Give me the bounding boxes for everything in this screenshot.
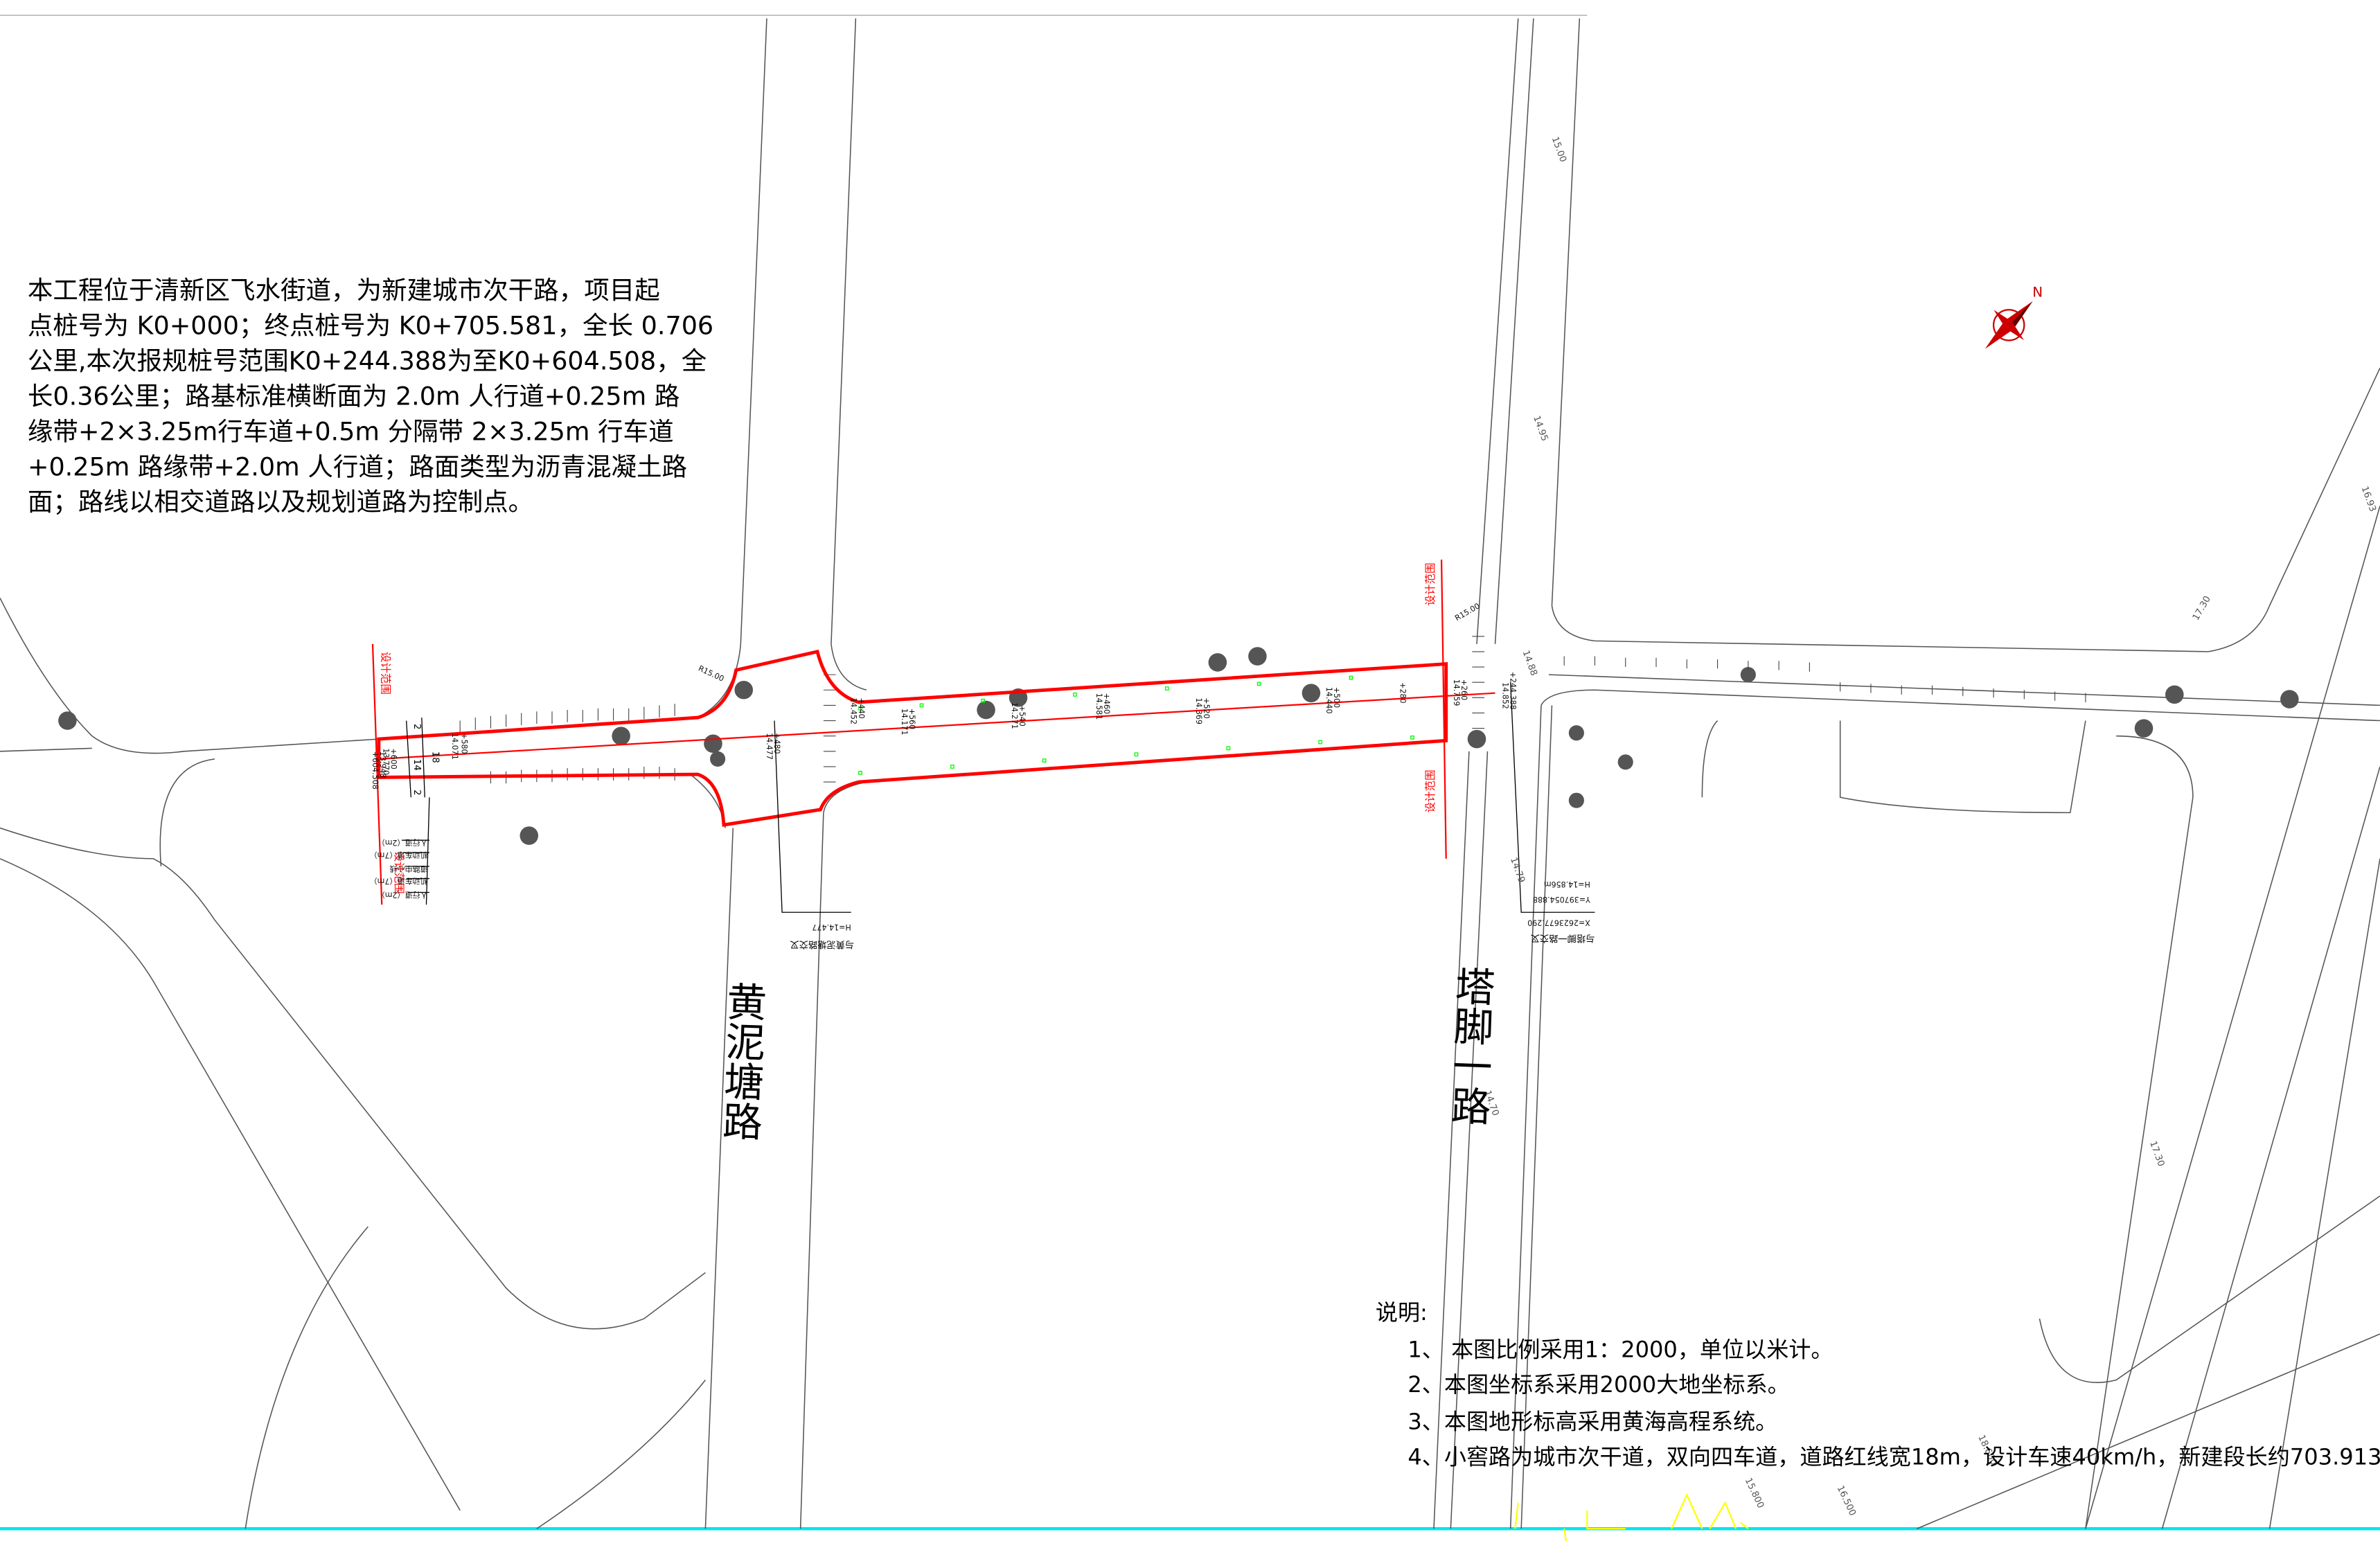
west-roads: [0, 598, 706, 1529]
svg-text:2: 2: [411, 790, 422, 795]
svg-text:R15.00: R15.00: [697, 663, 725, 683]
svg-text:设计范围: 设计范围: [379, 652, 391, 695]
design-range-west: 设计范围 设计范围: [371, 643, 405, 905]
svg-text:+560: +560: [907, 709, 916, 729]
project-description: 本工程位于清新区飞水街道，为新建城市次干路，项目起 点桩号为 K0+000；终点…: [28, 276, 713, 517]
svg-text:说明:: 说明:: [1376, 1299, 1428, 1326]
svg-text:黄泥塘路: 黄泥塘路: [715, 981, 767, 1141]
svg-text:14.440: 14.440: [1324, 687, 1333, 714]
svg-text:机动车道（7m）: 机动车道（7m）: [370, 850, 428, 860]
svg-text:4、小窖路为城市次干道，双向四车道，道路红线宽18m，设计车: 4、小窖路为城市次干道，双向四车道，道路红线宽18m，设计车速40km/h，新建…: [1407, 1443, 2380, 1470]
svg-text:15.00: 15.00: [1549, 135, 1568, 163]
svg-text:+580: +580: [459, 733, 468, 754]
svg-text:与塔脚一路交叉: 与塔脚一路交叉: [1531, 932, 1595, 944]
svg-text:3、本图地形标高采用黄海高程系统。: 3、本图地形标高采用黄海高程系统。: [1407, 1408, 1777, 1434]
svg-text:2: 2: [411, 724, 422, 729]
svg-text:+520: +520: [1202, 697, 1211, 718]
station-labels: +604.508 13.948 +600 13.770 +580 14.071 …: [371, 601, 1518, 789]
tajiao-road-edges: [1433, 18, 2380, 1529]
svg-text:18: 18: [429, 751, 440, 763]
svg-text:17.30: 17.30: [2147, 1140, 2166, 1168]
svg-text:+0.25m 路缘带+2.0m 人行道；路面类型为沥青混凝土: +0.25m 路缘带+2.0m 人行道；路面类型为沥青混凝土路: [28, 452, 687, 481]
svg-text:+260: +260: [1459, 679, 1468, 700]
tajiao-road-label: 塔脚一路: [1444, 965, 1495, 1126]
svg-text:14.271: 14.271: [1010, 702, 1019, 729]
svg-text:设计范围: 设计范围: [1424, 563, 1437, 606]
svg-text:R15.00: R15.00: [1453, 601, 1482, 623]
yellow-boundary: [1563, 1493, 1749, 1541]
svg-text:与黄泥塘路交叉: 与黄泥塘路交叉: [790, 938, 854, 950]
tajiao-intersection-callout: H=14.856m Y=397054.888 X=2623677.290 与塔脚…: [1510, 682, 1595, 944]
svg-text:+500: +500: [1332, 687, 1341, 708]
svg-text:14.477: 14.477: [765, 733, 774, 760]
svg-text:+480: +480: [772, 733, 781, 754]
svg-text:14: 14: [411, 759, 422, 771]
svg-text:15.800: 15.800: [1743, 1477, 1766, 1510]
svg-text:点桩号为 K0+000；终点桩号为 K0+705.581，全: 点桩号为 K0+000；终点桩号为 K0+705.581，全长 0.706: [28, 311, 713, 341]
svg-text:13.770: 13.770: [381, 748, 390, 775]
huangnitang-road-edges: [689, 18, 867, 1529]
yellow-boundary-2: [1514, 1502, 1519, 1529]
svg-text:X=2623677.290: X=2623677.290: [1527, 918, 1590, 927]
design-red-line-outline: [377, 650, 1448, 827]
svg-text:14.452: 14.452: [849, 697, 858, 724]
svg-text:+244.388: +244.388: [1509, 672, 1518, 710]
svg-text:Y=397054.888: Y=397054.888: [1533, 895, 1591, 904]
north-arrow-icon: N: [1984, 285, 2043, 349]
svg-text:面；路线以相交道路以及规划道路为控制点。: 面；路线以相交道路以及规划道路为控制点。: [28, 487, 533, 517]
svg-text:+600: +600: [389, 748, 398, 769]
svg-text:人行道（2m）: 人行道（2m）: [378, 890, 428, 900]
svg-text:13.948: 13.948: [378, 751, 387, 778]
svg-text:14.071: 14.071: [450, 733, 459, 760]
svg-text:本工程位于清新区飞水街道，为新建城市次干路，项目起: 本工程位于清新区飞水街道，为新建城市次干路，项目起: [28, 276, 660, 305]
svg-text:14.79: 14.79: [1508, 856, 1527, 884]
svg-text:道路中心线: 道路中心线: [389, 864, 427, 874]
svg-text:N: N: [2032, 285, 2043, 301]
svg-text:机动车道（7m）: 机动车道（7m）: [370, 877, 428, 887]
svg-text:16.500: 16.500: [1835, 1484, 1858, 1517]
svg-text:14.88: 14.88: [1520, 649, 1539, 677]
svg-text:长0.36公里；路基标准横断面为 2.0m 人行道+0.25: 长0.36公里；路基标准横断面为 2.0m 人行道+0.25m 路: [28, 381, 680, 411]
svg-text:1、 本图比例采用1：2000，单位以米计。: 1、 本图比例采用1：2000，单位以米计。: [1407, 1336, 1833, 1362]
svg-text:2、本图坐标系采用2000大地坐标系。: 2、本图坐标系采用2000大地坐标系。: [1407, 1371, 1789, 1398]
trees: [58, 647, 2299, 845]
svg-text:14.95: 14.95: [1531, 414, 1549, 443]
svg-text:+604.508: +604.508: [371, 751, 380, 790]
svg-text:14.171: 14.171: [900, 709, 909, 736]
svg-text:14.581: 14.581: [1094, 693, 1103, 720]
svg-text:设计范围: 设计范围: [1424, 769, 1437, 812]
east-roads: [1701, 506, 2380, 1529]
svg-text:公里,本次报规桩号范围K0+244.388为至K0+604.: 公里,本次报规桩号范围K0+244.388为至K0+604.508，全: [28, 346, 707, 376]
huangnitang-road-label: 黄泥塘路: [715, 981, 767, 1141]
cross-section-legend: 2 14 18 2 人行道（2m） 机动车道（7m） 道路中心线 机动车道（7m…: [370, 718, 440, 905]
svg-text:+440: +440: [857, 697, 866, 718]
svg-text:H=14.856m: H=14.856m: [1544, 880, 1590, 889]
slope-hatching: [459, 636, 2086, 784]
notes: 说明: 1、 本图比例采用1：2000，单位以米计。 2、本图坐标系采用2000…: [1376, 1299, 2380, 1470]
svg-text:16.93: 16.93: [2359, 485, 2378, 513]
huangnitang-intersection-callout: H=14.477 与黄泥塘路交叉: [774, 720, 854, 950]
svg-text:14.759: 14.759: [1452, 679, 1461, 706]
svg-text:14.369: 14.369: [1194, 697, 1203, 724]
design-range-east: 设计范围 设计范围: [1424, 560, 1447, 859]
svg-text:塔脚一路: 塔脚一路: [1444, 965, 1495, 1126]
svg-text:17.30: 17.30: [2191, 594, 2213, 622]
svg-text:+280: +280: [1398, 682, 1407, 703]
elevation-labels: 15.00 14.95 14.88 14.79 14.70 16.93 17.3…: [1482, 135, 2377, 1517]
green-markers: [858, 675, 1414, 775]
svg-text:设计范围: 设计范围: [393, 851, 405, 894]
svg-text:H=14.477: H=14.477: [812, 923, 851, 932]
centerline: [378, 692, 1495, 760]
svg-text:人行道（2m）: 人行道（2m）: [378, 838, 428, 848]
svg-text:+540: +540: [1018, 705, 1027, 726]
svg-text:缘带+2×3.25m行车道+0.5m 分隔带 2×3.25m: 缘带+2×3.25m行车道+0.5m 分隔带 2×3.25m 行车道: [28, 416, 674, 446]
svg-text:+460: +460: [1102, 693, 1111, 714]
svg-text:14.852: 14.852: [1501, 682, 1510, 709]
